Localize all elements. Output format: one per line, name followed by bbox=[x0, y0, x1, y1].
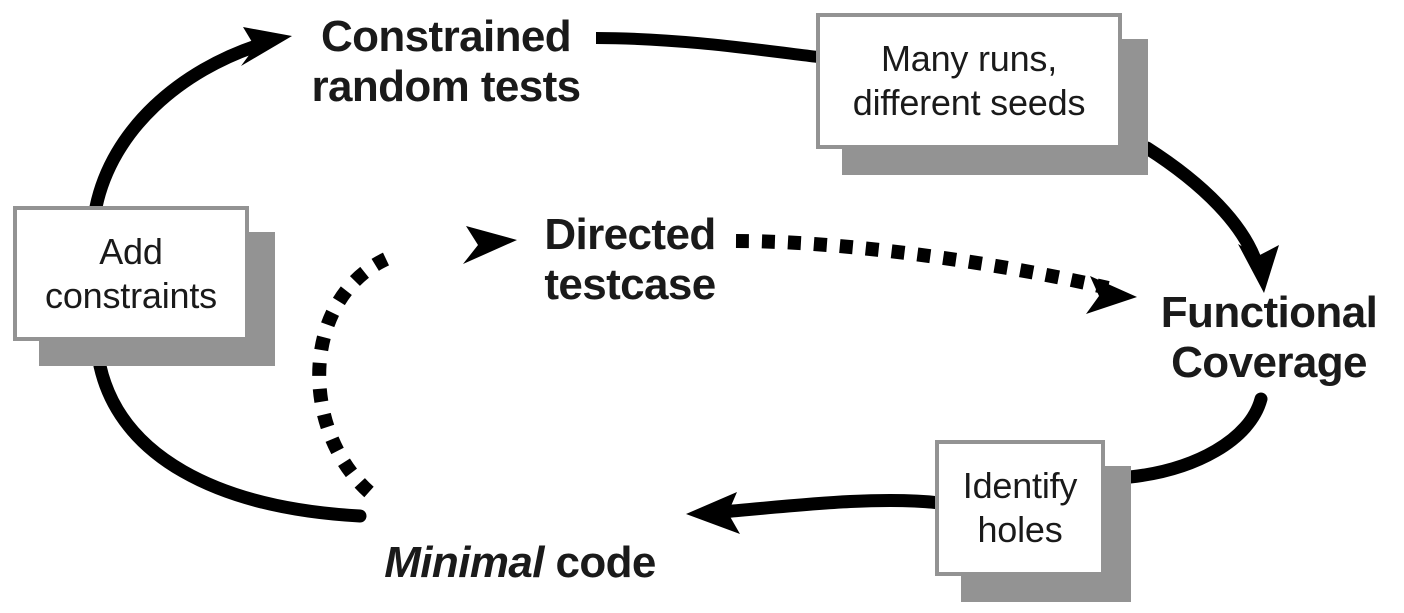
node-many-runs[interactable]: Many runs, different seeds bbox=[816, 13, 1148, 175]
node-identify-holes[interactable]: Identify holes bbox=[935, 440, 1131, 602]
connector-functional-coverage-to-identify-holes bbox=[1123, 392, 1268, 484]
label-minimal-emphasis: Minimal bbox=[384, 537, 544, 587]
connector-identify-holes-to-minimal-code bbox=[686, 492, 941, 534]
node-add-constraints[interactable]: Add constraints bbox=[13, 206, 275, 366]
box-identify-holes[interactable]: Identify holes bbox=[935, 440, 1105, 576]
label-constrained-random-tests: Constrained random tests bbox=[311, 12, 581, 111]
label-functional-coverage: Functional Coverage bbox=[1160, 288, 1378, 387]
label-directed-testcase: Directed testcase bbox=[544, 210, 716, 309]
box-add-constraints[interactable]: Add constraints bbox=[13, 206, 249, 341]
box-add-constraints-label: Add constraints bbox=[45, 230, 217, 316]
box-many-runs-label: Many runs, different seeds bbox=[852, 38, 1086, 123]
connector-add-constraints-to-constrained-random-tests bbox=[89, 27, 292, 214]
connector-constrained-random-tests-to-many-runs bbox=[595, 32, 819, 63]
label-minimal-code-modifications: Minimal code modifications bbox=[352, 488, 688, 613]
box-identify-holes-label: Identify holes bbox=[962, 465, 1078, 550]
connector-directed-testcase-to-functional-coverage bbox=[735, 234, 1137, 314]
label-minimal-rest: code bbox=[543, 537, 656, 587]
connector-many-runs-to-functional-coverage bbox=[1140, 141, 1279, 293]
box-many-runs[interactable]: Many runs, different seeds bbox=[816, 13, 1122, 149]
connector-minimal-code-to-add-constraints bbox=[93, 359, 367, 523]
connector-minimal-code-to-directed-testcase bbox=[312, 226, 517, 498]
